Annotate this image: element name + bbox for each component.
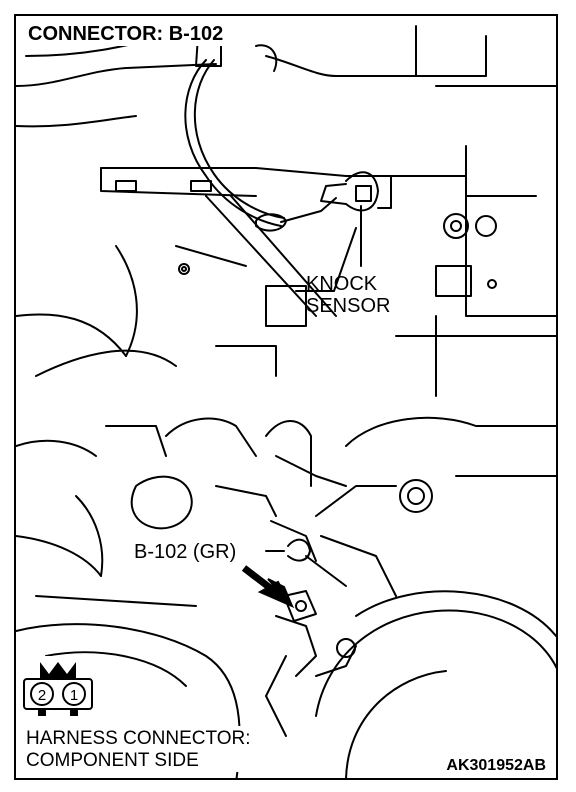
pin-2-label: 2 <box>38 687 46 704</box>
knock-label-line-2: SENSOR <box>306 295 391 317</box>
harness-connector-symbol: 2 1 <box>16 656 94 724</box>
top-engine-view <box>16 25 556 397</box>
connector-callout: B-102 (GR) <box>132 541 239 563</box>
harness-connector-label: HARNESS CONNECTOR: COMPONENT SIDE <box>24 726 255 772</box>
arrow-head <box>257 578 295 609</box>
knock-label-line-1: KNOCK <box>306 273 378 295</box>
knock-sensor-label: KNOCK SENSOR <box>306 273 390 317</box>
harness-label-line-1: HARNESS CONNECTOR: <box>26 728 251 749</box>
connector-title: CONNECTOR: B-102 <box>26 24 228 46</box>
diagram-frame: 2 1 CONNECTOR: B-102 KNOCK SENSOR B-102 … <box>14 14 558 780</box>
bottom-engine-view <box>16 416 556 778</box>
pin-1-label: 1 <box>70 687 78 704</box>
figure-code: AK301952AB <box>444 756 548 776</box>
engine-illustration: 2 1 <box>16 25 556 778</box>
harness-label-line-2: COMPONENT SIDE <box>26 750 199 771</box>
